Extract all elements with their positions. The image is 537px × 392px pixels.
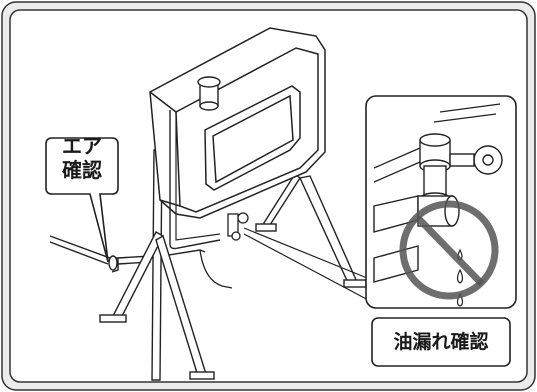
leak-detail-panel (365, 95, 517, 309)
air-check-line-1: エア (62, 134, 102, 158)
oil-leak-label-box (371, 317, 511, 367)
tank-stand (99, 147, 367, 381)
callout-pointer-bottom (243, 233, 373, 303)
air-check-label: エア 確認 (46, 134, 118, 182)
fill-cap (197, 76, 221, 111)
return-pipe-inner (175, 112, 221, 241)
outlet-valve (199, 212, 249, 289)
air-check-line-2: 確認 (62, 158, 102, 182)
return-pipe (169, 110, 221, 250)
callout-pointer-top (243, 227, 373, 281)
air-check-callout (45, 137, 119, 263)
oil-tank (149, 27, 326, 219)
oil-leak-check-label: 油漏れ確認 (393, 331, 489, 353)
prohibition-icon (399, 200, 499, 300)
